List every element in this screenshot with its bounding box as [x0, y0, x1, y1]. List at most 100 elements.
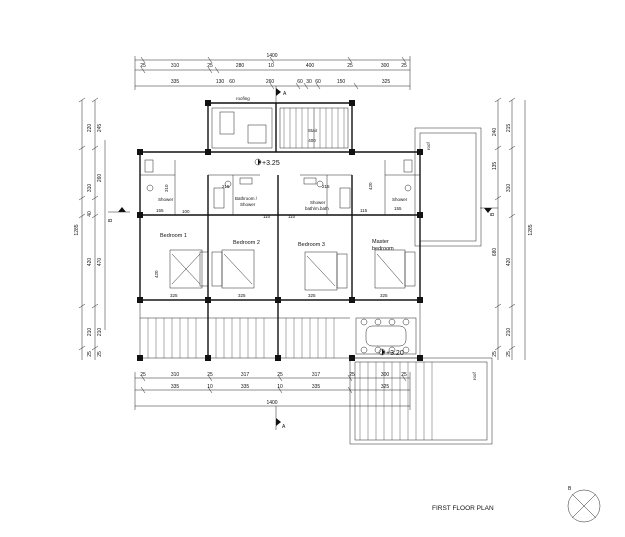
section-mark-left: B	[108, 207, 130, 222]
section-mark-right: B	[480, 207, 498, 216]
dim-label: 310	[171, 63, 180, 69]
dim-label: 25	[401, 372, 407, 378]
roofing-block: roofing	[211, 96, 273, 149]
dim-label: 210	[97, 328, 103, 337]
dim-label: 310	[164, 184, 169, 192]
dim-label: 280	[236, 63, 245, 69]
dim-label: 260	[97, 174, 103, 183]
dim-label: 30	[306, 79, 312, 85]
stairs-dim: 400	[308, 138, 316, 143]
dim-label: 25	[347, 63, 353, 69]
bed-furniture	[169, 249, 416, 291]
room-label-shower2: Bathroom /	[235, 196, 258, 201]
room-label-shower1: Shower	[158, 197, 174, 202]
right-total-dim: 1285	[528, 224, 534, 235]
dim-label: 335	[171, 79, 180, 85]
room-label-shower3: Shower	[310, 200, 326, 205]
room-label-shower3: bath/m.bath	[305, 206, 329, 211]
dim-label: 325	[308, 293, 316, 298]
section-label: A	[283, 91, 287, 97]
section-label: B	[490, 212, 496, 216]
dim-label: 60	[297, 79, 303, 85]
dim-label: 130	[216, 79, 225, 85]
terrace-furniture	[355, 317, 417, 355]
level-marker-main: +3.25	[254, 158, 280, 167]
dim-label: 25	[87, 351, 93, 357]
dim-label: 110	[263, 214, 271, 219]
drawing-title: FIRST FLOOR PLAN	[432, 505, 494, 512]
dim-label: 25	[506, 351, 512, 357]
dim-label: 155	[156, 208, 164, 213]
balcony	[137, 299, 423, 361]
room-label-master: Master	[372, 239, 389, 245]
section-mark-bottom: A	[275, 406, 286, 430]
dim-label: 300	[381, 63, 390, 69]
section-label: A	[282, 424, 286, 430]
dim-label: 25	[97, 351, 103, 357]
dim-label: 215	[322, 184, 330, 189]
dim-label: 110	[288, 214, 296, 219]
dim-label: 310	[506, 184, 512, 193]
bottom-dimensions: 25 310 25 317 25 317 25 300 25 335 10 33…	[134, 372, 411, 410]
dim-label: 155	[394, 206, 402, 211]
dim-label: 310	[87, 184, 93, 193]
roofing-label: roofing	[236, 96, 250, 101]
dim-label: 210	[506, 328, 512, 337]
left-dimensions: 1285 220 245 260 310 40 470 420 210 210 …	[74, 97, 106, 360]
dim-label: 25	[140, 63, 146, 69]
dim-label: 317	[312, 372, 321, 378]
section-mark-top: A	[275, 86, 287, 104]
room-label-master: bedroom	[372, 246, 394, 252]
dim-label: 310	[171, 372, 180, 378]
north-arrow-icon: B	[567, 486, 601, 523]
dim-label: 40	[87, 211, 93, 217]
dim-label: 335	[171, 384, 180, 390]
dim-label: 260	[266, 79, 275, 85]
dim-label: 25	[277, 372, 283, 378]
dim-label: 60	[229, 79, 235, 85]
terrace-label-lower: roof	[472, 371, 477, 380]
dim-label: 25	[349, 372, 355, 378]
dim-label: 25	[140, 372, 146, 378]
dim-label: 25	[401, 63, 407, 69]
room-label-shower4: Shower	[392, 197, 408, 202]
lower-right-terrace: roof	[349, 357, 493, 445]
level-label: +3.20	[386, 350, 404, 357]
level-label: +3.25	[262, 160, 280, 167]
dim-label: 325	[381, 384, 390, 390]
bottom-total-dim: 1400	[266, 400, 277, 406]
staircase: 400 Stair	[279, 107, 349, 149]
stairs-label: Stair	[308, 128, 318, 133]
top-dimensions: 1400 25 310 25 280 10 400 25 300 25 335 …	[134, 53, 411, 90]
dim-label: 335	[241, 384, 250, 390]
room-label-bedroom1: Bedroom 1	[160, 233, 187, 239]
dim-label: 420	[368, 182, 373, 190]
room-label-bedroom2: Bedroom 2	[233, 240, 260, 246]
dim-label: 25	[207, 372, 213, 378]
dim-label: 325	[382, 79, 391, 85]
dim-label: 325	[170, 293, 178, 298]
level-marker-terrace: +3.20	[378, 348, 404, 357]
dim-label: 680	[492, 248, 498, 257]
dim-label: 100	[182, 209, 190, 214]
upper-right-terrace: roof	[414, 127, 482, 247]
dim-label: 210	[87, 328, 93, 337]
dim-label: 470	[97, 258, 103, 267]
dim-label: 150	[337, 79, 346, 85]
dim-label: 10	[277, 384, 283, 390]
dim-label: 325	[238, 293, 246, 298]
dim-label: 25	[207, 63, 213, 69]
dim-label: 25	[492, 351, 498, 357]
dim-label: 245	[97, 124, 103, 133]
dim-label: 300	[381, 372, 390, 378]
dim-label: 400	[306, 63, 315, 69]
dim-label: 240	[492, 128, 498, 137]
dim-label: 115	[360, 208, 368, 213]
room-label-shower2: Shower	[240, 202, 256, 207]
dim-label: 135	[492, 162, 498, 171]
dim-label: 325	[380, 293, 388, 298]
dim-label: 215	[506, 124, 512, 133]
section-label: B	[108, 218, 114, 222]
dim-label: 10	[207, 384, 213, 390]
top-total-dim: 1400	[266, 53, 277, 59]
